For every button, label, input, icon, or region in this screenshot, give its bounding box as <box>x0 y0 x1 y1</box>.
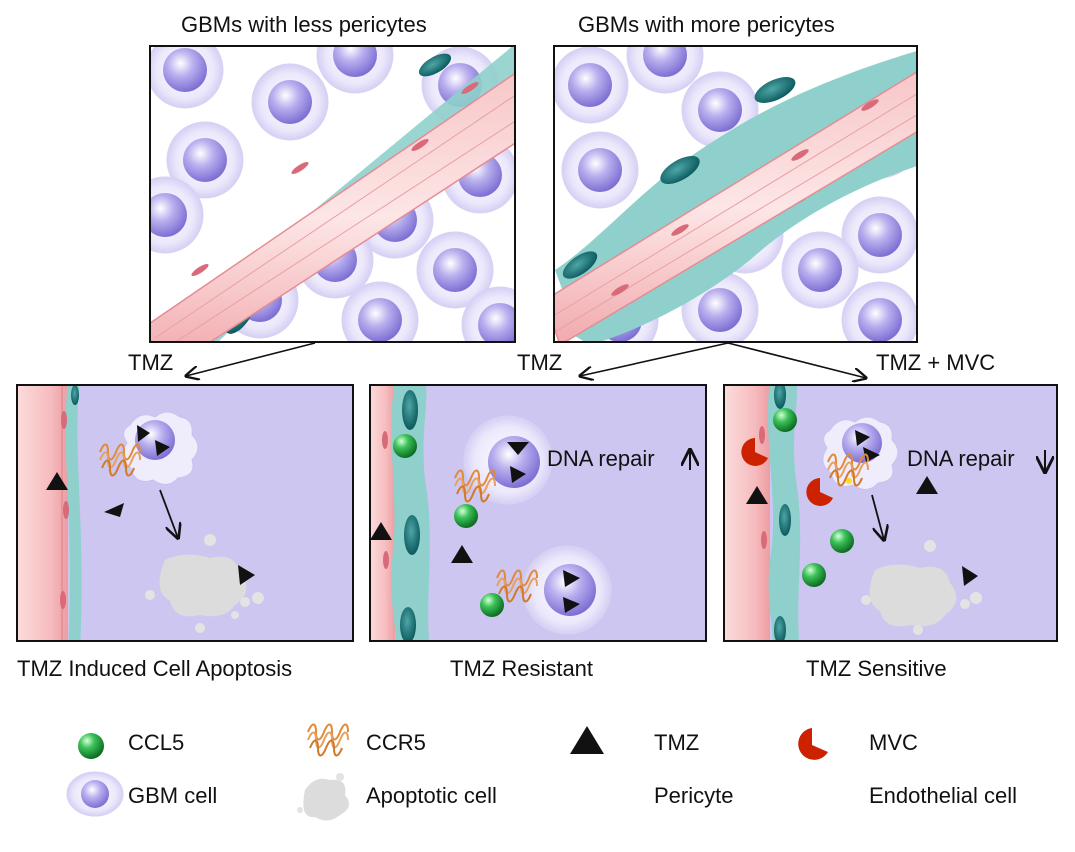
connector-arrows <box>186 342 866 378</box>
legend-ccl5-label: CCL5 <box>128 730 185 755</box>
top-left-panel <box>149 45 516 343</box>
top-right-panel <box>553 45 918 343</box>
arrow-label-left: TMZ <box>128 350 174 375</box>
arrow-label-middle: TMZ <box>517 350 563 375</box>
dna-repair-up-label: DNA repair <box>547 446 655 471</box>
dna-repair-down-label: DNA repair <box>907 446 1015 471</box>
legend-gbm-cell-label: GBM cell <box>128 783 218 808</box>
legend-endothelial-cell-label: Endothelial cell <box>869 783 1017 808</box>
legend-icons <box>66 723 828 821</box>
tmz-legend-icon <box>570 726 604 754</box>
panel-resistant <box>369 384 707 642</box>
legend-tmz-label: TMZ <box>654 730 700 755</box>
legend-ccr5-label: CCR5 <box>366 730 426 755</box>
panel-sensitive <box>723 384 1058 642</box>
left-top-title: GBMs with less pericytes <box>181 12 427 37</box>
legend-pericyte-label: Pericyte <box>654 783 734 808</box>
mvc-legend-icon <box>798 728 828 760</box>
right-top-title: GBMs with more pericytes <box>578 12 835 37</box>
gbm-cell-legend-icon <box>66 771 124 817</box>
arrow-label-right: TMZ + MVC <box>876 350 996 375</box>
legend-mvc-label: MVC <box>869 730 918 755</box>
apoptotic-cell-legend-icon <box>297 773 349 821</box>
ccl5-legend-icon <box>78 733 104 759</box>
ccr5-legend-icon <box>307 723 349 757</box>
caption-sensitive: TMZ Sensitive <box>806 656 947 681</box>
legend-apoptotic-cell-label: Apoptotic cell <box>366 783 497 808</box>
caption-apoptosis: TMZ Induced Cell Apoptosis <box>17 656 293 681</box>
panel-apoptosis <box>16 384 354 642</box>
caption-resistant: TMZ Resistant <box>450 656 594 681</box>
